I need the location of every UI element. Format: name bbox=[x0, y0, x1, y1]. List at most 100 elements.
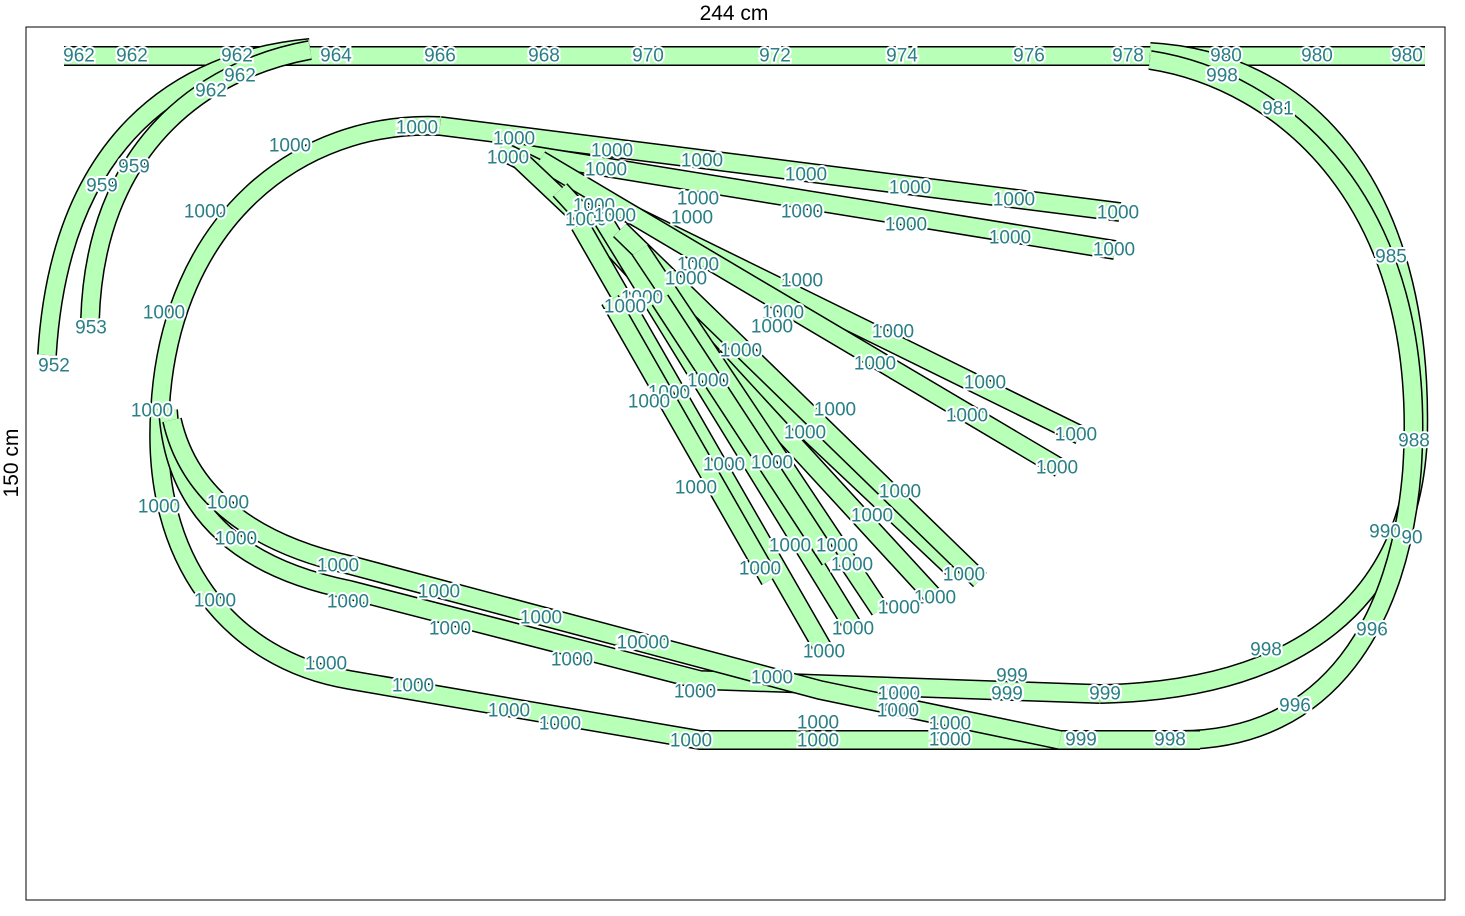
elevation-label-bottom-straights: 1000 bbox=[215, 529, 257, 550]
elevation-label-bottom-straights: 1000 bbox=[674, 682, 716, 703]
elevation-label-yard-upper: 1000 bbox=[989, 228, 1031, 249]
elevation-label-bottom-straights: 999 bbox=[1089, 684, 1121, 705]
elevation-label-bottom-straights: 1000 bbox=[429, 619, 471, 640]
elevation-label-yard-middle: 1000 bbox=[751, 317, 793, 338]
elevation-label-top-straight: 966 bbox=[424, 46, 456, 67]
elevation-label-bottom-straights: 1000 bbox=[832, 619, 874, 640]
elevation-label-yard-middle: 1000 bbox=[648, 383, 690, 404]
elevation-label-yard-middle: 1000 bbox=[665, 269, 707, 290]
track-segment bbox=[592, 210, 863, 635]
elevation-label-right-curve-outer: 994 bbox=[1279, 696, 1311, 717]
elevation-label-bottom-straights: 998 bbox=[1154, 730, 1186, 751]
elevation-label-top-straight: 964 bbox=[320, 46, 352, 67]
elevation-label-bottom-straights: 1000 bbox=[878, 684, 920, 705]
elevation-label-yard-middle: 1000 bbox=[816, 536, 858, 557]
elevation-label-right-curve: 988 bbox=[1398, 431, 1430, 452]
elevation-label-bottom-straights: 999 bbox=[996, 666, 1028, 687]
elevation-label-bottom-straights: 10000 bbox=[617, 633, 670, 654]
elevation-label-bottom-straights: 999 bbox=[1065, 730, 1097, 751]
elevation-label-bottom-straights: 1000 bbox=[539, 714, 581, 735]
elevation-label-top-straight: 968 bbox=[528, 46, 560, 67]
elevation-label-bottom-straights: 1000 bbox=[877, 701, 919, 722]
elevation-label-yard-upper: 1000 bbox=[677, 189, 719, 210]
elevation-label-top-straight: 962 bbox=[221, 46, 253, 67]
track-segment bbox=[81, 41, 312, 321]
elevation-label-yard-middle: 1000 bbox=[964, 373, 1006, 394]
elevation-label-right-curve-outer: 992 bbox=[1356, 620, 1388, 641]
elevation-label-bottom-straights: 1000 bbox=[392, 676, 434, 697]
track-segment bbox=[163, 418, 1062, 749]
elevation-label-yard-upper: 1000 bbox=[671, 208, 713, 229]
elevation-label-bottom-straights: 1000 bbox=[929, 730, 971, 751]
elevation-label-bottom-straights: 1000 bbox=[831, 555, 873, 576]
elevation-label-bottom-straights: 1000 bbox=[317, 556, 359, 577]
elevation-label-left-curve-inner: 959 bbox=[118, 157, 150, 178]
elevation-label-left-curve-inner: 962 bbox=[224, 66, 256, 87]
elevation-label-yard-middle: 1000 bbox=[739, 559, 781, 580]
elevation-label-yard-upper: 1000 bbox=[565, 210, 607, 231]
track-segment bbox=[632, 245, 888, 615]
elevation-label-right-curve: 981 bbox=[1262, 99, 1294, 120]
elevation-label-bottom-straights: 1000 bbox=[797, 731, 839, 752]
elevation-label-top-straight: 978 bbox=[1112, 46, 1144, 67]
elevation-label-yard-middle: 1000 bbox=[1055, 425, 1097, 446]
elevation-label-yard-upper: 1000 bbox=[781, 202, 823, 223]
elevation-label-yard-upper: 1000 bbox=[1097, 203, 1139, 224]
width-label: 244 cm bbox=[700, 2, 769, 25]
elevation-label-left-curve-outer: 959 bbox=[86, 176, 118, 197]
track-segment bbox=[438, 117, 1122, 221]
elevation-label-bottom-straights: 1000 bbox=[751, 668, 793, 689]
elevation-label-bottom-straights: 1000 bbox=[327, 592, 369, 613]
track-segment bbox=[602, 295, 778, 585]
baseboard-frame bbox=[25, 26, 1446, 901]
elevation-label-top-straight: 970 bbox=[632, 46, 664, 67]
elevation-label-yard-upper: 1000 bbox=[573, 196, 615, 217]
elevation-label-right-curve-outer: 999 bbox=[934, 730, 966, 751]
elevation-label-right-curve: 985 bbox=[1375, 247, 1407, 268]
elevation-label-bottom-straights: 1000 bbox=[803, 642, 845, 663]
track-segment bbox=[535, 152, 1065, 476]
elevation-label-yard-middle: 1000 bbox=[675, 478, 717, 499]
elevation-label-yard-upper: 1000 bbox=[993, 190, 1035, 211]
elevation-label-bottom-straights: 998 bbox=[1250, 640, 1282, 661]
track-segment bbox=[572, 220, 833, 657]
elevation-label-yard-middle: 1000 bbox=[872, 322, 914, 343]
elevation-label-yard-upper: 1000 bbox=[885, 215, 927, 236]
elevation-label-top-straight: 980 bbox=[1301, 46, 1333, 67]
elevation-label-top-straight: 980 bbox=[1210, 46, 1242, 67]
elevation-label-inner-loop: 1000 bbox=[396, 118, 438, 139]
elevation-label-inner-loop: 1000 bbox=[194, 591, 236, 612]
elevation-label-bottom-straights: 1000 bbox=[305, 654, 347, 675]
elevation-label-bottom-straights: 1000 bbox=[878, 598, 920, 619]
elevation-label-yard-middle: 1000 bbox=[703, 455, 745, 476]
elevation-label-yard-middle: 1000 bbox=[687, 371, 729, 392]
elevation-label-left-curve-outer: 962 bbox=[195, 81, 227, 102]
elevation-label-yard-middle: 1000 bbox=[621, 288, 663, 309]
elevation-label-yard-upper: 1000 bbox=[591, 141, 633, 162]
elevation-label-inner-loop: 1000 bbox=[143, 303, 185, 324]
elevation-label-yard-middle: 1000 bbox=[946, 406, 988, 427]
elevation-label-right-curve: 996 bbox=[1089, 684, 1121, 705]
elevation-label-inner-loop: 1000 bbox=[138, 497, 180, 518]
elevation-label-bottom-straights: 999 bbox=[991, 684, 1023, 705]
elevation-label-top-straight: 962 bbox=[116, 46, 148, 67]
elevation-label-bottom-straights: 1000 bbox=[797, 713, 839, 734]
elevation-label-yard-middle: 1000 bbox=[854, 354, 896, 375]
track-segment bbox=[614, 223, 986, 587]
elevation-label-right-curve: 999 bbox=[883, 701, 915, 722]
elevation-label-right-curve: 993 bbox=[1250, 640, 1282, 661]
elevation-label-yard-middle: 1000 bbox=[879, 482, 921, 503]
track-segment bbox=[498, 141, 1117, 259]
elevation-label-yard-middle: 1000 bbox=[943, 565, 985, 586]
elevation-label-yard-middle: 1000 bbox=[784, 423, 826, 444]
elevation-label-yard-middle: 1000 bbox=[677, 255, 719, 276]
elevation-label-yard-upper: 1000 bbox=[585, 160, 627, 181]
elevation-label-yard-middle: 1000 bbox=[751, 453, 793, 474]
elevation-label-bottom-straights: 1000 bbox=[418, 582, 460, 603]
elevation-label-yard-middle: 1000 bbox=[720, 341, 762, 362]
elevation-label-bottom-straights: 1000 bbox=[207, 493, 249, 514]
elevation-label-bottom-straights: 1000 bbox=[488, 701, 530, 722]
elevation-label-yard-middle: 1000 bbox=[814, 400, 856, 421]
elevation-label-right-curve-outer: 90 bbox=[1401, 528, 1422, 549]
